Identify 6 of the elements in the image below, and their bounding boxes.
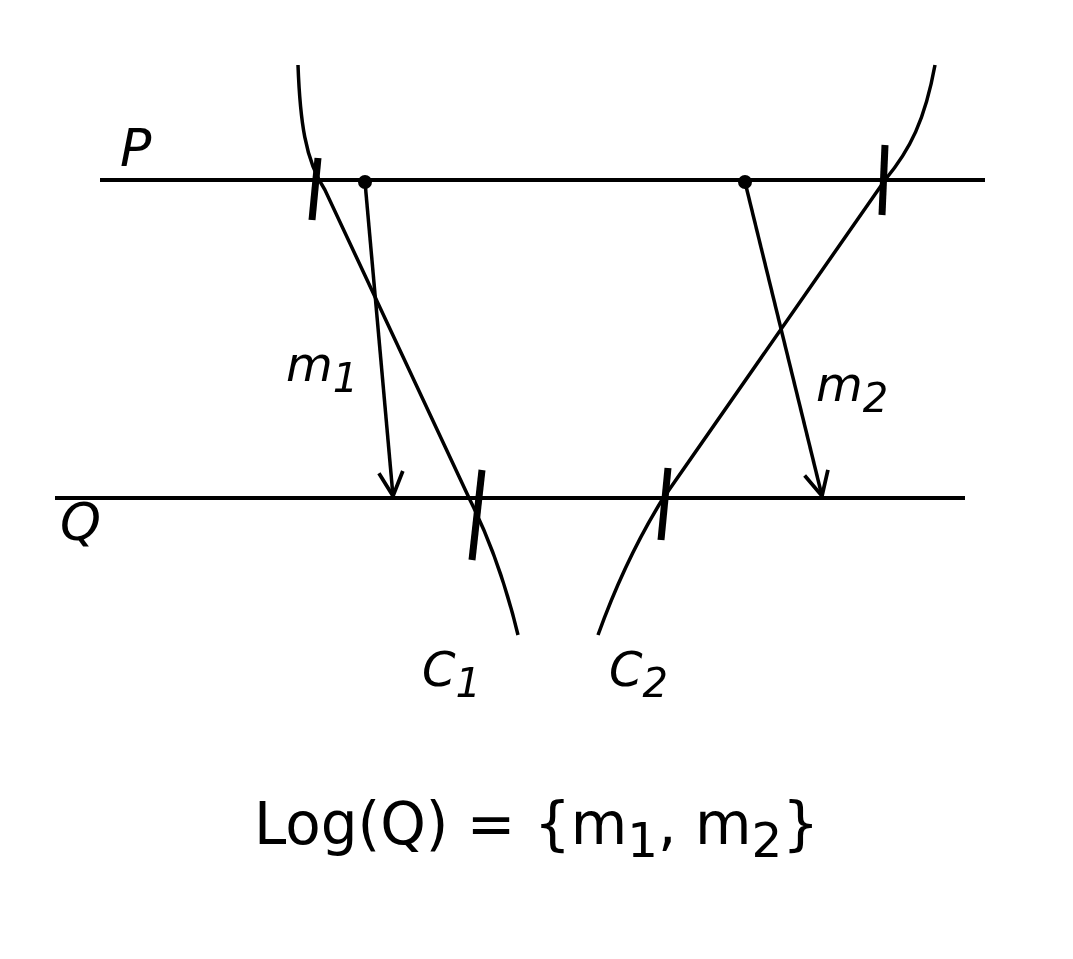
process-name: Q: [60, 496, 101, 548]
process-name: P: [120, 122, 152, 174]
message-arrow: [738, 175, 830, 498]
message-arrow: [358, 175, 405, 498]
process-timeline: [55, 496, 965, 546]
formula-caption: Log(Q) = {m$_{1}$, m$_{2}$}: [253, 790, 820, 858]
